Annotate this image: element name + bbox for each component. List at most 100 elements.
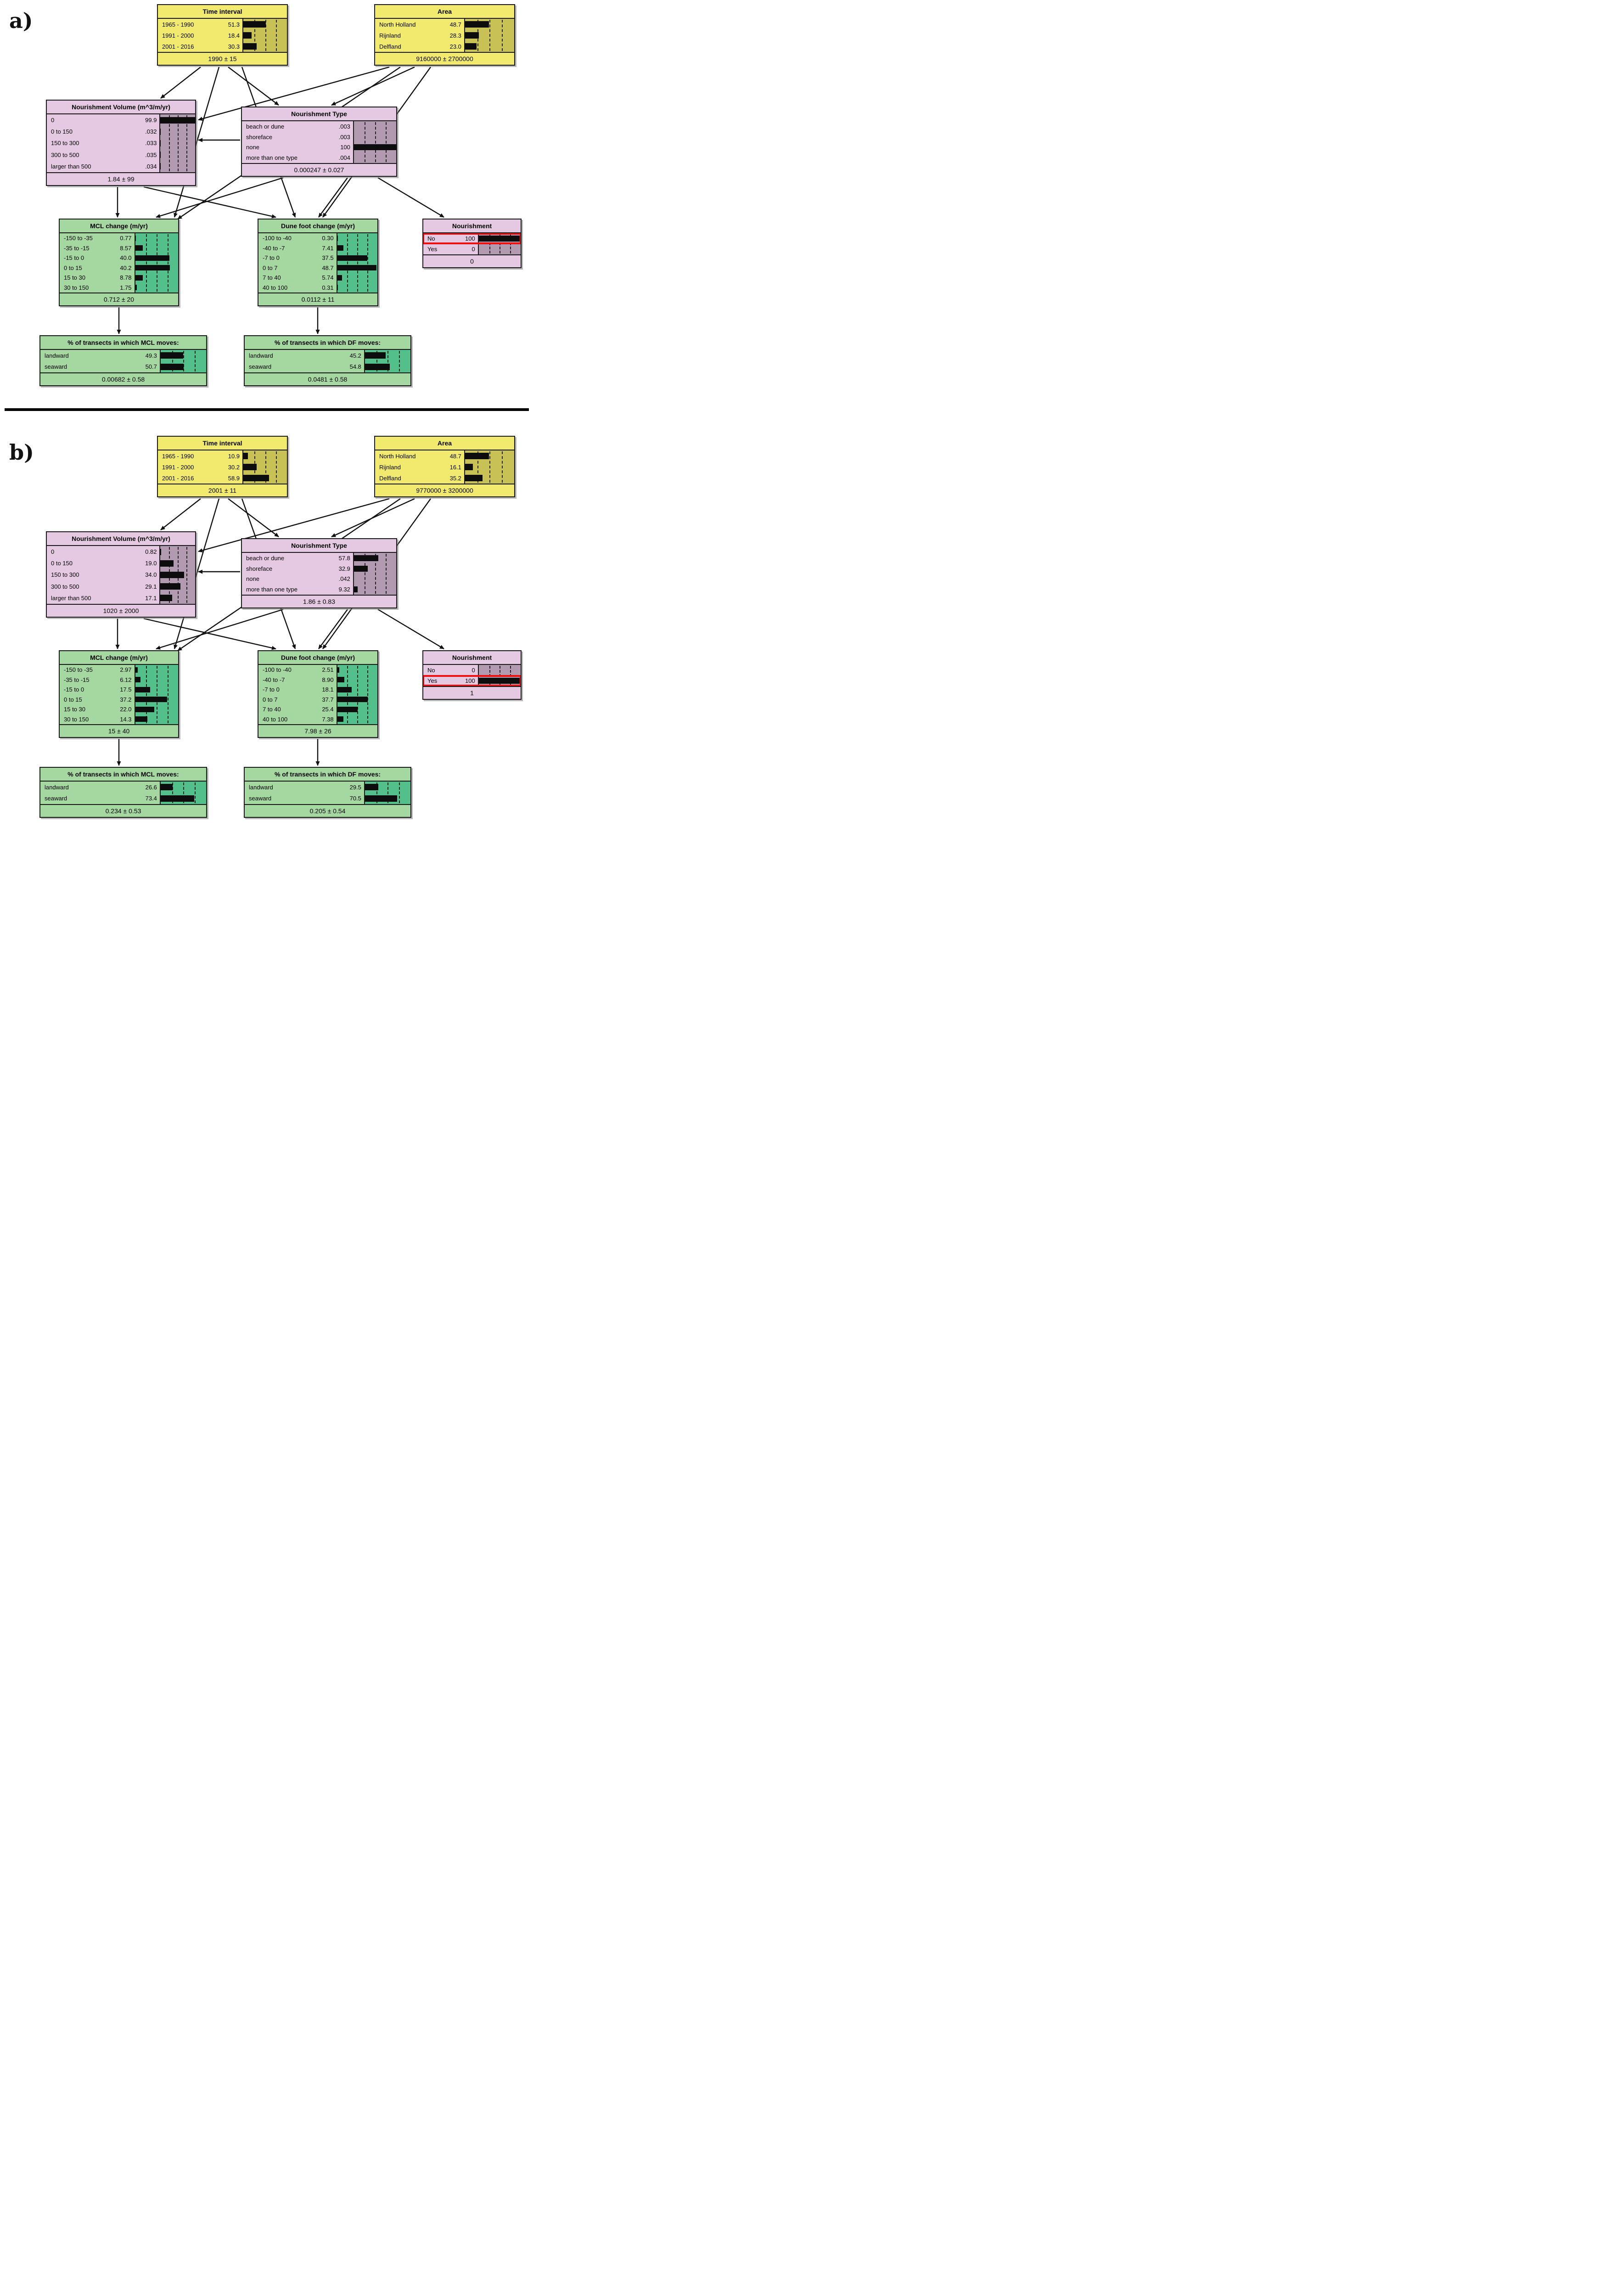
arrow-time-interval-to-nourishment-volume-a [160,67,201,99]
arrow-time-interval-to-mcl-change-b [174,498,220,649]
probability-bar [135,687,151,692]
state-label: shoreface [246,133,273,141]
arrow-time-interval-to-nourishment-type-b [228,498,279,537]
probability-bar-region [336,233,377,293]
state-probability: 14.3 [120,715,132,723]
node-title: Nourishment [423,219,521,233]
probability-bar-region [464,450,514,484]
state-label: -35 to -15 [64,676,90,683]
state-probability: 0 [472,667,475,674]
panel-label-b: b) [9,440,34,465]
state-row: none.042 [242,574,353,585]
probability-bar-region [159,114,195,172]
state-probability: 25.4 [322,706,334,713]
state-label: larger than 500 [51,163,91,170]
probability-bar [465,21,489,28]
state-label: 15 to 30 [64,274,85,281]
state-row: -35 to -15 8.57 [60,243,135,253]
state-label: -35 to -15 [64,244,90,252]
node-mean-value: 7.98 ± 26 [258,724,377,737]
state-label: more than one type [246,154,298,162]
state-label: -100 to -40 [263,235,292,242]
state-label: 15 to 30 [64,706,85,713]
state-probability: .035 [145,151,157,158]
state-label: more than one type [246,586,298,593]
state-label: seaward [45,363,67,371]
state-label: Delfland [379,43,401,50]
state-label: seaward [45,795,67,802]
node-title: % of transects in which DF moves: [245,336,410,350]
probability-bar [160,117,195,124]
probability-bar [365,352,386,359]
bar-gridline [254,20,255,51]
state-probability: 30.2 [228,463,240,471]
state-label: 40 to 100 [263,284,288,291]
bar-gridline [387,782,389,803]
node-mean-value: 0.234 ± 0.53 [40,804,206,817]
state-label: 1991 - 2000 [162,463,194,471]
bar-gridline [183,351,185,371]
arrow-nourishment-type-to-dune-foot-change-b [318,609,348,649]
probability-bar [160,795,194,802]
probability-bar [465,464,473,470]
state-label: -100 to -40 [263,666,292,674]
probability-bar [354,565,368,572]
probability-bar [135,245,143,251]
probability-bar [465,453,489,459]
state-probability: 19.0 [145,560,157,567]
node-mean-value: 1.86 ± 0.83 [242,595,396,608]
probability-bar [243,21,266,28]
probability-bar [337,285,338,291]
state-probability: 0 [472,246,475,253]
bar-gridline [186,115,188,171]
state-label: landward [249,352,273,359]
probability-bar [337,265,376,271]
bar-gridline [399,782,400,803]
state-label: -15 to 0 [64,686,84,693]
state-probability: 1.75 [120,284,132,291]
state-label: North Holland [379,21,416,28]
arrow-area-to-nourishment-volume-b [198,498,390,552]
state-probability: .003 [338,133,350,141]
probability-bar [135,716,148,722]
probability-bar [243,475,269,481]
probability-bar [365,784,379,791]
state-probability: 48.7 [449,452,461,460]
probability-bar-region [134,233,178,293]
probability-bar [465,475,483,481]
state-probability: 8.57 [120,244,132,252]
state-probability: 26.6 [145,783,157,791]
state-probability: 40.2 [120,264,132,271]
node-pct-mcl-b: % of transects in which MCL moves:landwa… [39,767,207,818]
state-label: -40 to -7 [263,244,285,252]
node-title: Dune foot change (m/yr) [258,651,377,665]
node-pct-df-b: % of transects in which DF moves:landwar… [244,767,411,818]
probability-bar [337,677,345,683]
state-label: Yes [427,246,438,253]
bar-gridline [489,451,491,483]
node-mean-value: 2001 ± 11 [158,484,287,496]
arrow-time-interval-to-nourishment-type-a [228,67,279,106]
node-mean-value: 15 ± 40 [60,724,178,737]
state-label: 0 to 15 [64,264,82,271]
state-probability: 22.0 [120,706,132,713]
bar-gridline [146,234,147,292]
